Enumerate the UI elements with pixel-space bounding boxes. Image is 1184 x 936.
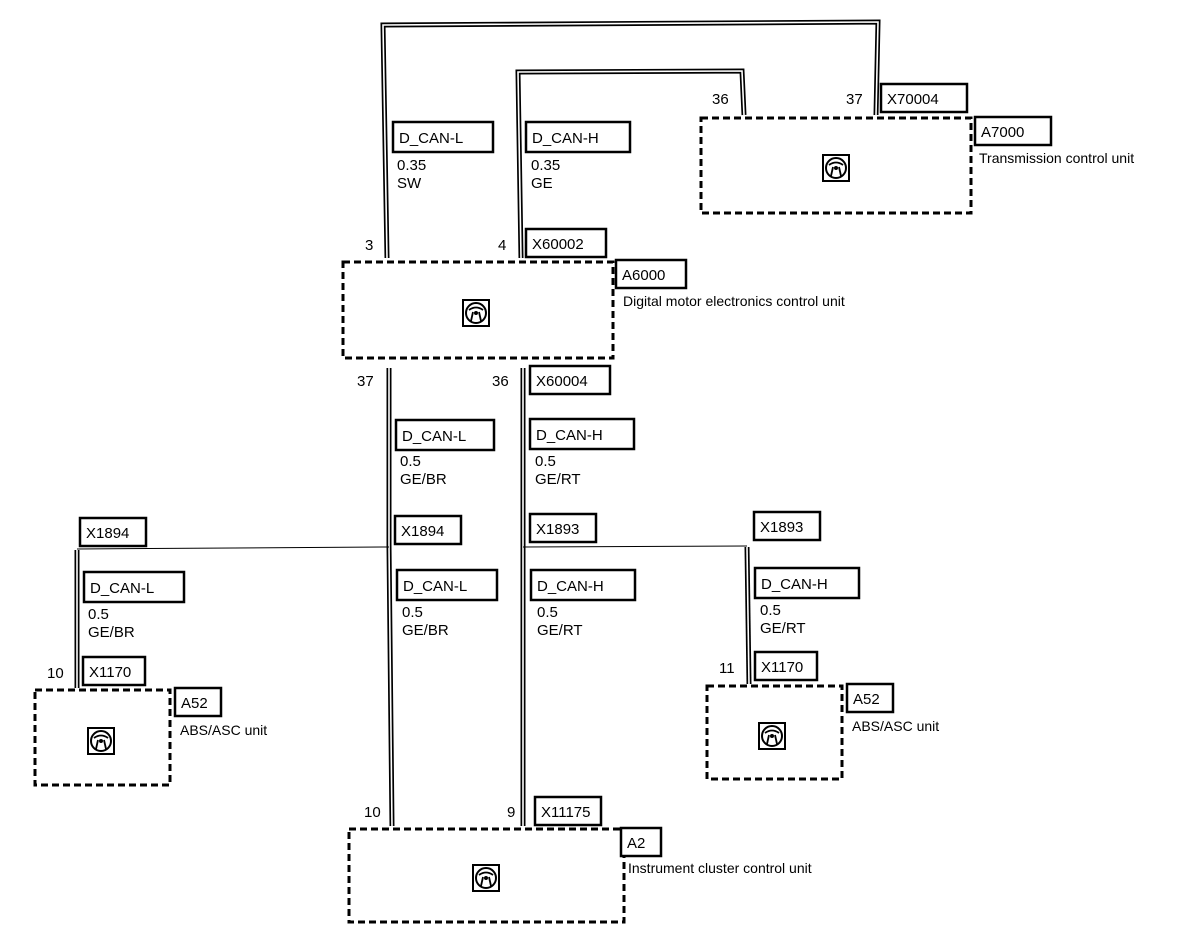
connector-tags: X70004 X60002 X60004 X1894 X1894 X1893 X… xyxy=(78,82,969,827)
wire-label-low-can-l: D_CAN-L 0.5 GE/BR xyxy=(395,568,499,639)
svg-text:D_CAN-L: D_CAN-L xyxy=(403,578,467,595)
transmission-control-unit: A7000 Transmission control unit xyxy=(699,115,1134,215)
pin-number: 4 xyxy=(498,237,506,254)
unit-desc-transmission: Transmission control unit xyxy=(979,150,1134,166)
wire-harness xyxy=(74,19,881,827)
svg-text:X1893: X1893 xyxy=(760,519,803,536)
steering-wheel-icon xyxy=(87,727,115,755)
connector-x11175: X11175 xyxy=(533,795,603,827)
svg-text:X1893: X1893 xyxy=(536,521,579,538)
connector-x60004: X60004 xyxy=(528,364,612,396)
wire-label-top-can-l: D_CAN-L 0.35 SW xyxy=(391,120,495,192)
pin-number: 3 xyxy=(365,237,373,254)
pin-number: 37 xyxy=(846,91,863,108)
svg-text:GE/BR: GE/BR xyxy=(400,471,447,488)
svg-text:GE/RT: GE/RT xyxy=(537,622,583,639)
wire-label-right-can-h: D_CAN-H 0.5 GE/RT xyxy=(753,566,861,637)
wire-labels: D_CAN-L 0.35 SW D_CAN-H 0.35 GE D_CAN-L … xyxy=(82,120,861,641)
svg-text:D_CAN-L: D_CAN-L xyxy=(90,580,154,597)
unit-code-a2: A2 xyxy=(627,835,645,852)
svg-text:SW: SW xyxy=(397,175,422,192)
svg-text:GE/RT: GE/RT xyxy=(760,620,806,637)
svg-text:0.35: 0.35 xyxy=(397,157,426,174)
wire-label-mid-can-h: D_CAN-H 0.5 GE/RT xyxy=(528,417,636,488)
wire-label-top-can-h: D_CAN-H 0.35 GE xyxy=(524,120,632,192)
pin-number: 36 xyxy=(492,373,509,390)
unit-desc-cluster: Instrument cluster control unit xyxy=(628,860,812,876)
svg-text:D_CAN-L: D_CAN-L xyxy=(399,130,463,147)
unit-code-a52-right: A52 xyxy=(853,691,880,708)
wire-label-left-can-l: D_CAN-L 0.5 GE/BR xyxy=(82,570,186,641)
svg-text:D_CAN-H: D_CAN-H xyxy=(536,427,603,444)
svg-text:GE/BR: GE/BR xyxy=(402,622,449,639)
svg-text:X1170: X1170 xyxy=(89,664,131,681)
connector-x1170-right: X1170 xyxy=(753,650,819,682)
svg-text:0.5: 0.5 xyxy=(402,604,423,621)
connector-x1893-right: X1893 xyxy=(752,510,822,542)
svg-text:0.5: 0.5 xyxy=(760,602,781,619)
pin-numbers: 36 37 3 4 37 36 10 11 10 9 xyxy=(47,91,863,821)
unit-code-a6000: A6000 xyxy=(622,267,665,284)
instrument-cluster-control-unit: A2 Instrument cluster control unit xyxy=(347,826,812,924)
connector-x1894-left: X1894 xyxy=(78,516,148,548)
unit-desc-dme: Digital motor electronics control unit xyxy=(623,293,845,309)
connector-x1893-mid: X1893 xyxy=(528,512,598,544)
steering-wheel-icon xyxy=(472,864,500,892)
svg-text:0.5: 0.5 xyxy=(535,453,556,470)
svg-text:D_CAN-H: D_CAN-H xyxy=(532,130,599,147)
unit-desc-abs-right: ABS/ASC unit xyxy=(852,718,939,734)
svg-text:0.5: 0.5 xyxy=(537,604,558,621)
svg-text:X60002: X60002 xyxy=(532,236,584,253)
steering-wheel-icon xyxy=(758,722,786,750)
pin-number: 36 xyxy=(712,91,729,108)
unit-code-a7000: A7000 xyxy=(981,124,1024,141)
unit-code-a52-left: A52 xyxy=(181,695,208,712)
pin-number: 10 xyxy=(364,804,381,821)
svg-text:D_CAN-H: D_CAN-H xyxy=(537,578,604,595)
wire-label-mid-can-l: D_CAN-L 0.5 GE/BR xyxy=(394,418,496,488)
abs-asc-unit-left: A52 ABS/ASC unit xyxy=(33,686,267,787)
svg-text:X1894: X1894 xyxy=(86,525,129,542)
connector-x60002: X60002 xyxy=(524,227,608,259)
svg-text:X70004: X70004 xyxy=(887,91,939,108)
svg-text:0.35: 0.35 xyxy=(531,157,560,174)
svg-text:GE/RT: GE/RT xyxy=(535,471,581,488)
steering-wheel-icon xyxy=(822,154,850,182)
svg-text:D_CAN-H: D_CAN-H xyxy=(761,576,828,593)
svg-text:0.5: 0.5 xyxy=(400,453,421,470)
svg-text:X1170: X1170 xyxy=(761,659,803,676)
connector-x1894-mid: X1894 xyxy=(393,514,463,546)
steering-wheel-icon xyxy=(462,299,490,327)
connector-x70004: X70004 xyxy=(879,82,969,114)
connector-x1170-left: X1170 xyxy=(81,655,147,687)
unit-desc-abs-left: ABS/ASC unit xyxy=(180,722,267,738)
svg-text:D_CAN-L: D_CAN-L xyxy=(402,428,466,445)
wire-label-low-can-h: D_CAN-H 0.5 GE/RT xyxy=(529,568,637,639)
svg-text:X1894: X1894 xyxy=(401,523,444,540)
svg-text:X11175: X11175 xyxy=(541,804,591,821)
svg-text:0.5: 0.5 xyxy=(88,606,109,623)
dme-control-unit: A6000 Digital motor electronics control … xyxy=(341,258,845,360)
pin-number: 10 xyxy=(47,665,64,682)
svg-text:X60004: X60004 xyxy=(536,373,588,390)
abs-asc-unit-right: A52 ABS/ASC unit xyxy=(705,682,939,781)
pin-number: 9 xyxy=(507,804,515,821)
pin-number: 11 xyxy=(719,660,735,677)
pin-number: 37 xyxy=(357,373,374,390)
svg-text:GE/BR: GE/BR xyxy=(88,624,135,641)
svg-text:GE: GE xyxy=(531,175,553,192)
